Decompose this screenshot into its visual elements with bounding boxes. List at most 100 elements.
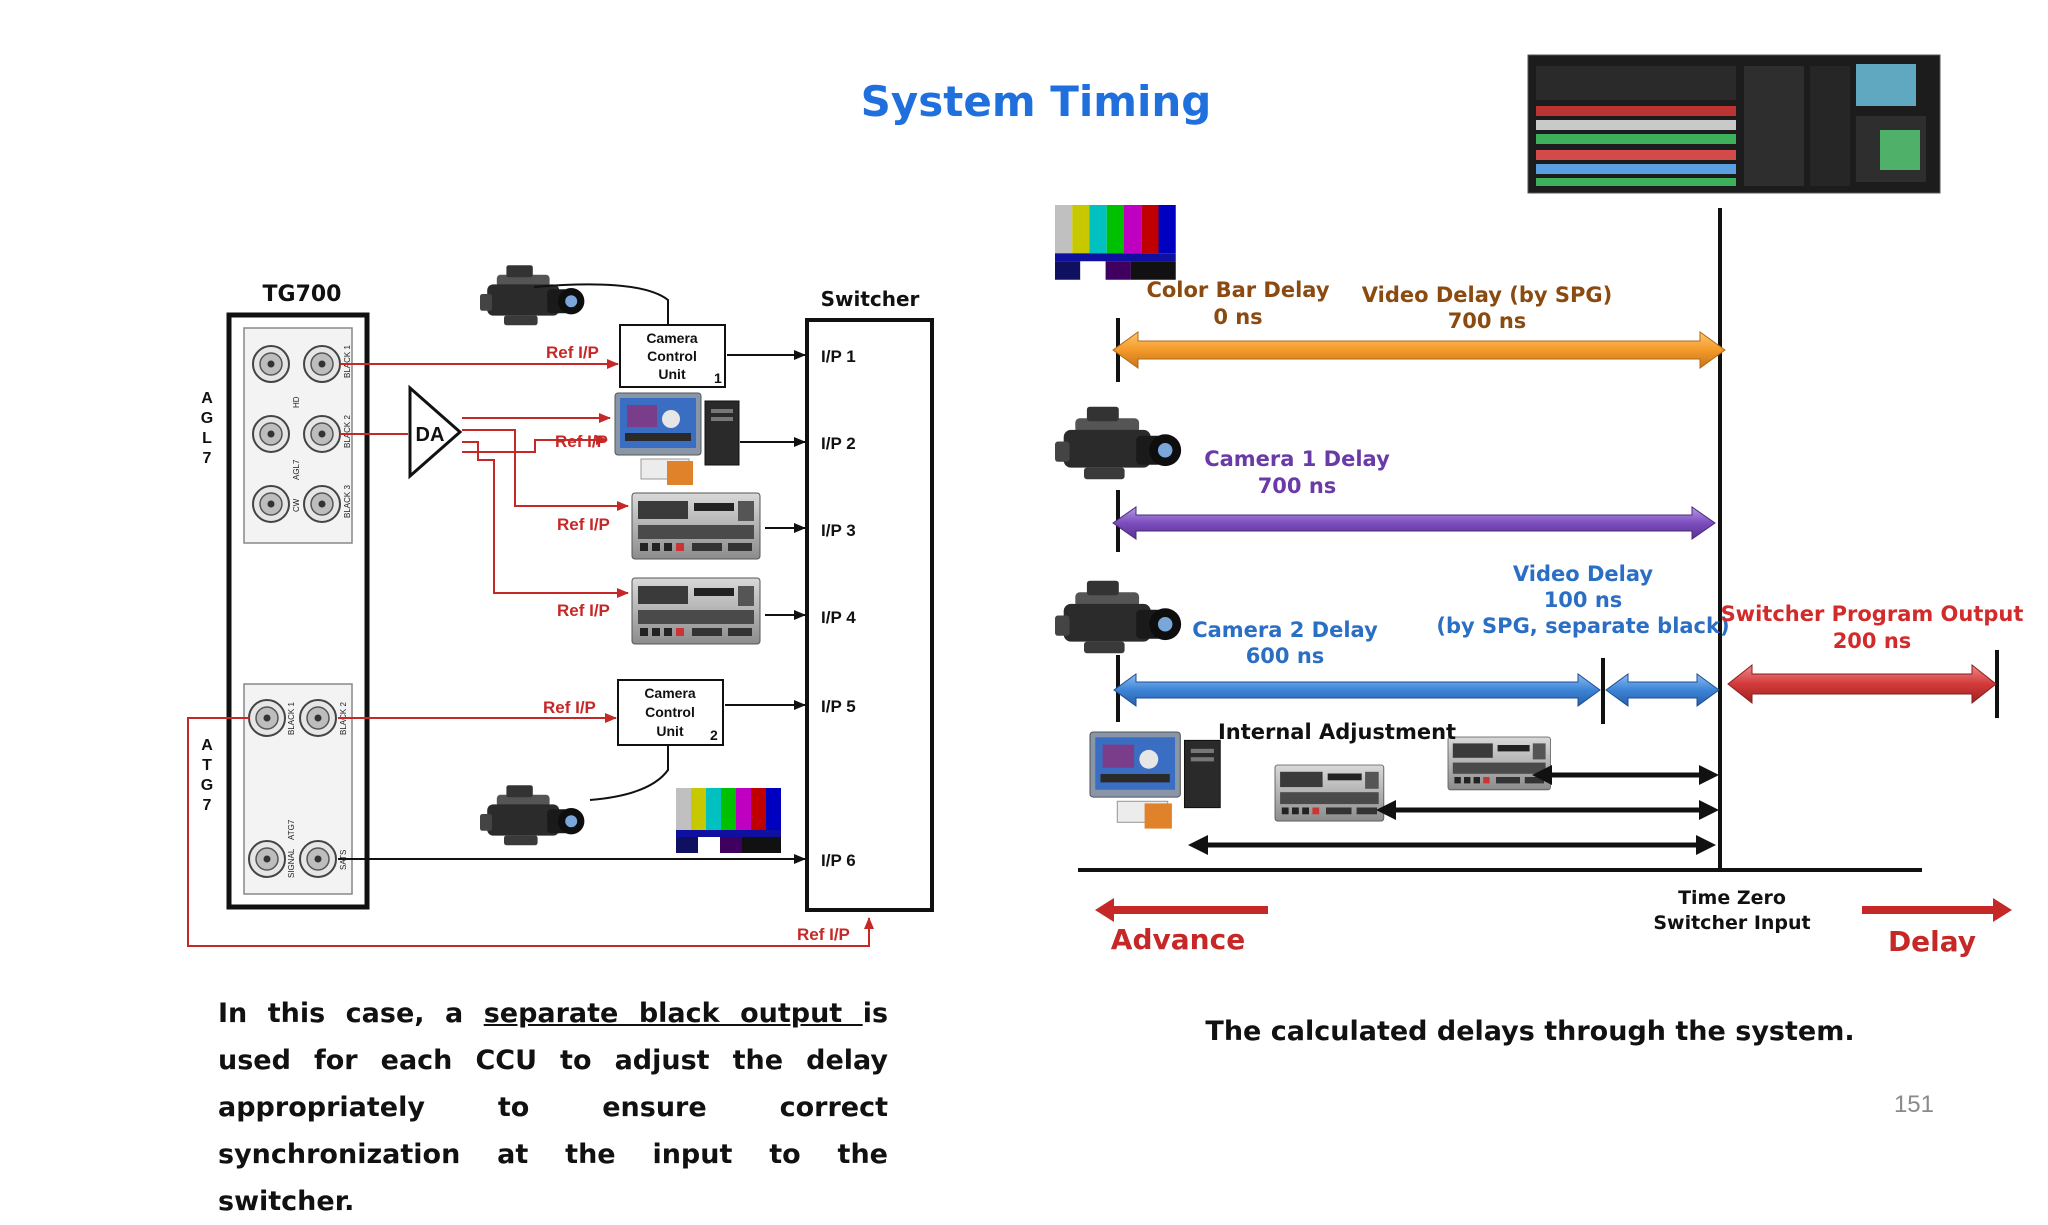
port-label: CW [292,498,301,512]
video-delay-black-note: (by SPG, separate black) [1436,614,1729,638]
port-label: BLACK 2 [343,415,352,448]
switcher-output-label: Switcher Program Output [1721,602,2024,626]
switcher-input-1: I/P 1 [821,347,856,366]
side-letter: T [202,757,212,774]
left-caption: In this case, a separate black output is… [218,990,888,1225]
bnc-connector [303,415,341,453]
ccu-2-box [617,679,724,746]
vtr-deck-1-icon [631,492,761,560]
switcher-panel-image [1527,54,1941,194]
camera-2-delay-arrow [1113,673,1601,707]
bnc-connector [252,345,290,383]
camera-2-icon [1055,580,1182,654]
video-delay-black-value: 100 ns [1544,588,1623,612]
ref-ip-label: Ref I/P [543,698,596,717]
tg700-label: TG700 [263,282,342,307]
bnc-connector [252,415,290,453]
reference-lines [187,359,874,947]
video-delay-spg-value: 700 ns [1448,309,1527,333]
video-delay-arrow [1112,331,1726,369]
video-delay-black-label: Video Delay [1513,562,1653,586]
ccu-2-label: Control [645,704,695,720]
black-video-delay-arrow [1605,673,1720,707]
switcher-input-3: I/P 3 [821,521,856,540]
vtr-deck-icon [1274,764,1385,822]
color-bar-delay-value: 0 ns [1213,305,1262,329]
port-label: BLACK 3 [343,485,352,518]
camera-1-icon [480,265,585,326]
ccu-1-number: 1 [714,370,722,386]
timing-diagram: Color Bar Delay 0 ns Video Delay (by SPG… [1055,54,2024,958]
vtr-deck-icon [1447,736,1551,791]
camera-1-delay-value: 700 ns [1258,474,1337,498]
port-label: BLACK 1 [287,702,296,735]
side-letter: A [201,390,213,407]
ccu-2-number: 2 [710,727,718,743]
ref-ip-label: Ref I/P [557,601,610,620]
switcher-output-value: 200 ns [1833,629,1912,653]
bnc-connector [299,699,337,737]
edit-workstation-icon [1089,731,1221,830]
port-label: HD [292,396,301,408]
side-letter: A [201,737,213,754]
bnc-connector [303,485,341,523]
advance-arrow [1095,898,1268,922]
delay-label: Delay [1888,925,1976,958]
ccu-1-label: Unit [658,366,686,382]
port-label: SIGNAL [287,848,296,878]
caption-underlined-text: separate black output [483,998,863,1029]
side-letter: 7 [203,797,212,814]
switcher-input-6: I/P 6 [821,851,856,870]
agl7-side-label: A G L 7 [201,390,213,467]
switcher-input-label: Switcher Input [1653,912,1810,934]
ccu-2-label: Camera [644,685,696,701]
switcher-input-2: I/P 2 [821,434,856,453]
side-letter: G [201,410,213,427]
page-number: 151 [1893,1091,1934,1118]
side-letter: G [201,777,213,794]
ccu-1-label: Camera [646,330,698,346]
switcher-output-delay-arrow [1727,663,1997,705]
da-triangle [408,384,463,480]
advance-label: Advance [1111,923,1245,956]
camera-1-icon [1055,406,1182,480]
camera-2-delay-value: 600 ns [1246,644,1325,668]
bnc-connector [252,485,290,523]
time-zero-label: Time Zero [1678,887,1786,909]
caption-text: In this case, a [218,998,484,1029]
ref-ip-label: Ref I/P [797,925,850,944]
ccu-1-box [619,324,726,388]
da-label: DA [416,424,445,446]
vtr-deck-2-icon [631,577,761,645]
video-signal-lines [338,283,806,864]
ccu-1-label: Control [647,348,697,364]
caption-text: is used for each CCU to adjust the delay… [218,998,889,1217]
camera-2-icon [480,785,585,846]
port-label: AGL7 [292,459,301,480]
bnc-connector [248,699,286,737]
slide-canvas: System Timing TG700 BLACK 1 HD BLACK 2 A… [187,54,2024,958]
bnc-connector [303,345,341,383]
switcher-input-5: I/P 5 [821,697,856,716]
color-bars-icon [1055,205,1176,280]
camera-2-delay-label: Camera 2 Delay [1192,618,1378,642]
camera-1-delay-arrow [1112,506,1716,540]
switcher-input-4: I/P 4 [821,608,856,627]
delay-arrow [1862,898,2012,922]
video-delay-spg-label: Video Delay (by SPG) [1362,283,1612,307]
bnc-connector [248,840,286,878]
ref-ip-label: Ref I/P [555,432,608,451]
signal-flow-diagram: TG700 BLACK 1 HD BLACK 2 AGL7 CW BLACK 3… [187,265,934,947]
switcher-label: Switcher [821,287,920,311]
color-bars-icon [676,788,781,853]
port-label: ATG7 [287,819,296,840]
internal-adjustment-arrows [1203,772,1713,848]
ref-ip-label: Ref I/P [557,515,610,534]
bnc-connector [299,840,337,878]
internal-adjustment-label: Internal Adjustment [1218,720,1456,744]
right-caption: The calculated delays through the system… [1205,1016,1855,1047]
edit-workstation-icon [614,392,740,486]
camera-1-delay-label: Camera 1 Delay [1204,447,1390,471]
ccu-2-label: Unit [656,723,684,739]
switcher-box [805,318,934,912]
